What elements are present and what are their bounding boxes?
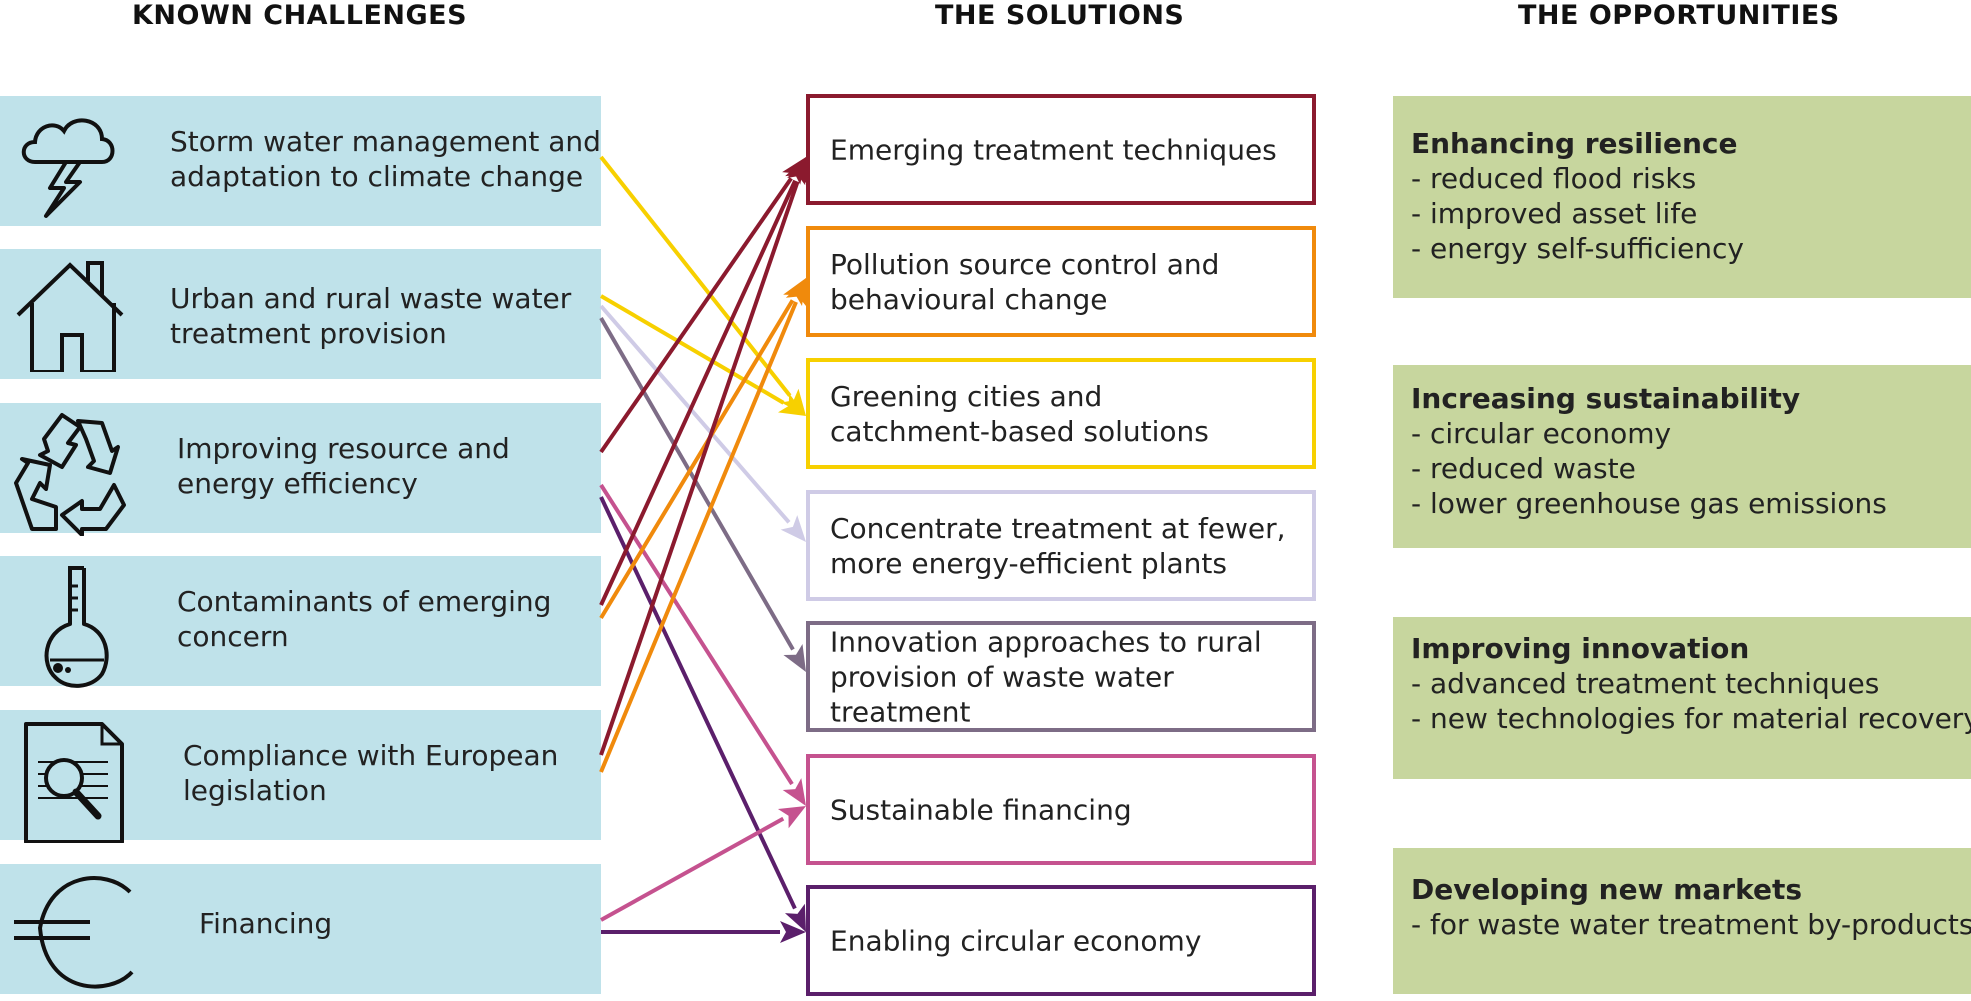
solution-sustainable-line1: Sustainable financing [830,793,1132,826]
arrow-compliance-to-emerging [599,180,800,756]
challenge-contaminants-line2: concern [177,620,289,653]
opportunity-resilience-title: Enhancing resilience [1411,127,1738,160]
arrowhead-financing-to-circular [780,921,806,943]
opportunity-item: - energy self-sufficiency [1411,232,1745,265]
opportunity-item: - reduced flood risks [1411,162,1697,195]
opportunity-sustainability-title: Increasing sustainability [1411,382,1801,415]
opportunity-item: - circular economy [1411,417,1672,450]
challenge-contaminants: Contaminants of emerging concern [0,556,601,688]
arrow-urban-to-greening [599,294,785,405]
arrowhead-resource-to-circular [784,903,806,932]
solution-pollution: Pollution source control and behavioural… [806,226,1316,337]
opportunities-header: THE OPPORTUNITIES [1518,0,1840,31]
arrow-compliance-to-pollution [599,301,798,773]
opportunity-item: - improved asset life [1411,197,1698,230]
document-magnifier-icon [10,718,125,844]
arrow-storm-to-greening [599,155,792,397]
solution-greening-line1: Greening cities and [830,379,1103,413]
arrowhead-resource-to-sustainable [782,778,806,806]
challenges-header: KNOWN CHALLENGES [132,0,468,31]
solution-emerging: Emerging treatment techniques [806,94,1316,205]
opportunity-item: - reduced waste [1411,452,1636,485]
arrowhead-compliance-to-pollution [785,278,807,307]
solution-greening-line2: catchment-based solutions [830,414,1209,448]
storm-cloud-icon [10,104,125,219]
opportunity-innovation-title: Improving innovation [1411,632,1750,665]
solution-circular: Enabling circular economy [806,885,1316,996]
challenge-resource-line1: Improving resource and [177,432,510,465]
opportunity-innovation: Improving innovation - advanced treatmen… [1393,617,1971,779]
challenge-storm-line1: Storm water management and [170,125,601,158]
challenge-financing: Financing [0,864,601,994]
challenge-contaminants-line1: Contaminants of emerging [177,585,552,618]
arrowhead-compliance-to-emerging [787,157,808,186]
arrowhead-financing-to-sustainable [777,806,806,829]
arrowhead-urban-to-concentrate [780,515,806,542]
recycle-icon [10,411,126,537]
solution-innovation-line2: provision of waste water treatment [830,660,1174,728]
arrowhead-urban-to-innovation [783,643,806,672]
challenge-urban-line2: treatment provision [170,317,447,350]
arrow-urban-to-concentrate [599,304,791,524]
opportunity-markets: Developing new markets - for waste water… [1393,848,1971,994]
solution-circular-line1: Enabling circular economy [830,924,1202,957]
flask-icon [10,564,125,688]
solution-innovation: Innovation approaches to rural provision… [806,621,1316,732]
opportunity-markets-title: Developing new markets [1411,873,1803,906]
arrow-financing-to-sustainable [600,816,785,922]
challenge-compliance: Compliance with European legislation [0,710,601,844]
solution-pollution-line2: behavioural change [830,282,1108,316]
solution-concentrate-line2: more energy-efficient plants [830,546,1227,580]
challenge-resource: Improving resource and energy efficiency [0,403,601,537]
solution-pollution-line1: Pollution source control and [830,247,1220,281]
euro-icon [10,872,134,989]
solution-emerging-line1: Emerging treatment techniques [830,133,1277,166]
opportunity-item: - lower greenhouse gas emissions [1411,487,1887,520]
solution-concentrate: Concentrate treatment at fewer, more ene… [806,490,1316,601]
solution-concentrate-line1: Concentrate treatment at fewer, [830,511,1286,545]
challenge-urban: Urban and rural waste water treatment pr… [0,249,601,379]
challenge-urban-line1: Urban and rural waste water [170,282,572,315]
arrow-resource-to-sustainable [599,483,794,786]
challenge-compliance-line2: legislation [183,774,327,807]
challenge-compliance-line1: Compliance with European [183,739,559,772]
solution-sustainable: Sustainable financing [806,754,1316,865]
challenge-storm: Storm water management and adaptation to… [0,96,601,226]
challenge-storm-line2: adaptation to climate change [170,160,584,193]
arrow-contaminants-to-emerging [599,179,798,606]
arrow-urban-to-innovation [599,316,795,651]
opportunity-resilience: Enhancing resilience - reduced flood ris… [1393,96,1971,298]
solutions-header: THE SOLUTIONS [935,0,1185,31]
solution-innovation-line1: Innovation approaches to rural [830,625,1262,658]
arrow-contaminants-to-pollution [599,299,795,620]
house-icon [10,257,125,374]
opportunity-item: - advanced treatment techniques [1411,667,1880,700]
arrow-resource-to-emerging [599,177,793,454]
challenge-financing-line1: Financing [199,907,333,940]
opportunity-item: - for waste water treatment by-products [1411,908,1971,941]
arrowhead-urban-to-greening [778,393,806,416]
solution-greening: Greening cities and catchment-based solu… [806,358,1316,469]
challenge-resource-line2: energy efficiency [177,467,418,500]
opportunity-item: - new technologies for material recovery [1411,702,1971,735]
opportunity-sustainability: Increasing sustainability - circular eco… [1393,365,1971,548]
